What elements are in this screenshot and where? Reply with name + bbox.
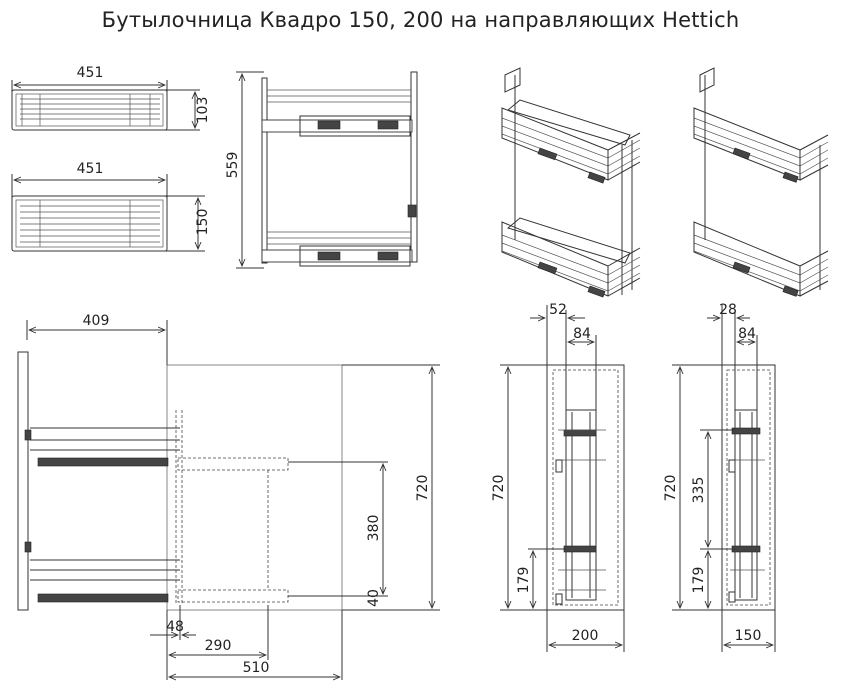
dim-179-b: 179: [691, 567, 707, 594]
side-view-559: 559: [225, 71, 418, 269]
dim-84-a: 84: [573, 326, 591, 342]
front-view-200: 52 84 720 179 200: [491, 302, 625, 652]
dim-84-b: 84: [738, 326, 756, 342]
dim-290: 290: [205, 638, 232, 654]
basket-150-view: 451 150: [11, 161, 211, 252]
dim-720-section: 720: [415, 475, 431, 502]
dim-28: 28: [719, 302, 737, 318]
dim-451-a: 451: [77, 65, 104, 81]
dim-40: 40: [366, 589, 382, 607]
dim-335: 335: [691, 477, 707, 504]
dim-150: 150: [195, 209, 211, 236]
dim-720-front200: 720: [491, 475, 507, 502]
dim-52: 52: [549, 302, 567, 318]
dim-380: 380: [366, 515, 382, 542]
basket-103-view: 451 103: [11, 65, 211, 131]
isometric-view-200: [501, 67, 641, 298]
dim-200: 200: [572, 628, 599, 644]
section-view: 409 720 380 40: [17, 313, 440, 680]
dim-179-a: 179: [516, 567, 532, 594]
dim-451-b: 451: [77, 161, 104, 177]
page-title: Бутылочница Квадро 150, 200 на направляю…: [101, 8, 740, 32]
dim-48: 48: [166, 619, 184, 635]
dim-150-front: 150: [735, 628, 762, 644]
front-view-150: 28 84 720 335 179 150: [663, 302, 776, 652]
dim-510: 510: [243, 660, 270, 676]
dim-409: 409: [83, 313, 110, 329]
dim-559: 559: [225, 152, 241, 179]
dim-103: 103: [195, 97, 211, 124]
dim-720-front150: 720: [663, 475, 679, 502]
isometric-view-150: [693, 67, 829, 297]
